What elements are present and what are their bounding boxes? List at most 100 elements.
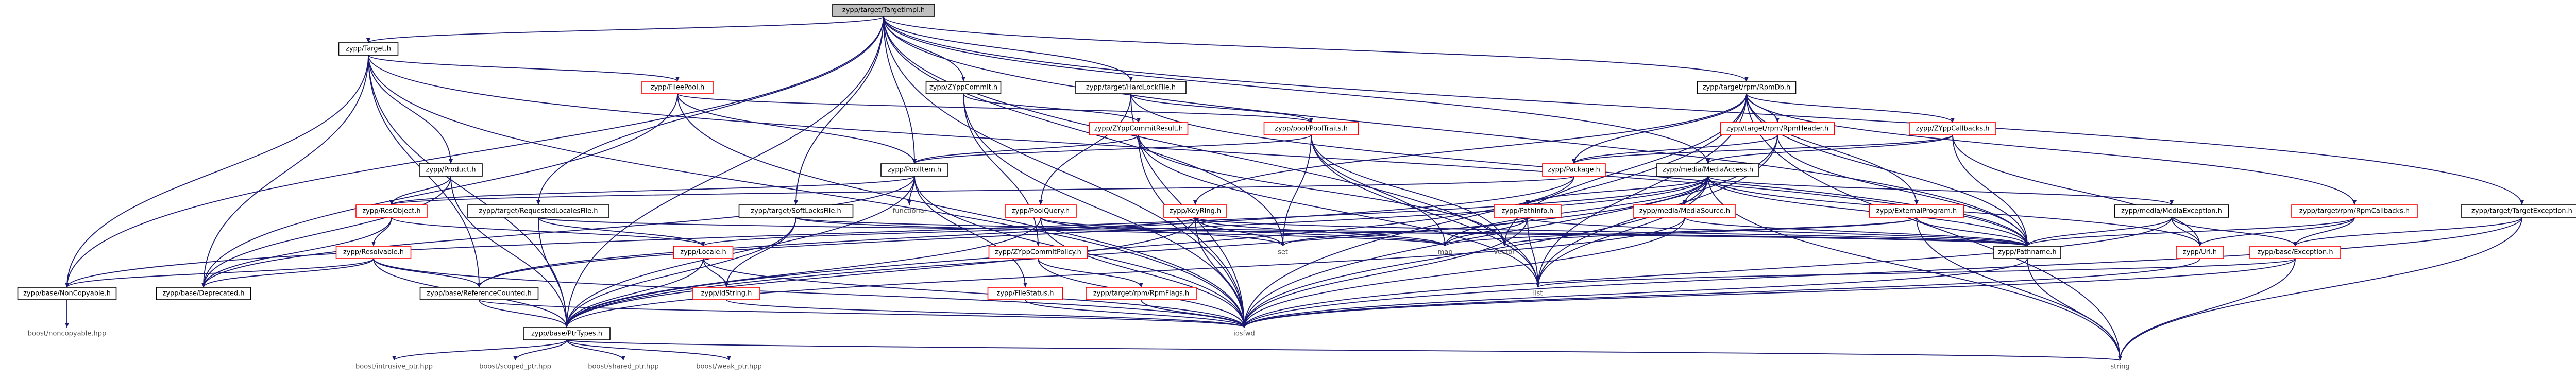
node-label: vector xyxy=(1494,249,1515,256)
node-zypp-pool-pooltraits-h[interactable]: zypp/pool/PoolTraits.h xyxy=(1263,122,1359,135)
edge-baseException-to-string xyxy=(2118,258,2296,361)
node-zypp-target-rpm-rpmcallbacks-h[interactable]: zypp/target/rpm/RpmCallbacks.h xyxy=(2291,204,2418,218)
node-zypp-base-referencecounted-h[interactable]: zypp/base/ReferenceCounted.h xyxy=(419,287,539,300)
node-zypp-resobject-h[interactable]: zypp/ResObject.h xyxy=(355,204,428,218)
node-box xyxy=(338,42,399,56)
edge-zyppCallbacks-to-mediaAccess xyxy=(1706,134,1953,164)
node-zypp-target-hardlockfile-h[interactable]: zypp/target/HardLockFile.h xyxy=(1075,81,1187,94)
node-label: zypp/ZYppCommitResult.h xyxy=(1094,125,1183,133)
node-zypp-pathname-h[interactable]: zypp/Pathname.h xyxy=(1993,246,2061,259)
node-box xyxy=(1089,122,1189,135)
edge-externalProgram-to-pathname xyxy=(1916,217,2029,247)
node-zypp-base-noncopyable-h[interactable]: zypp/base/NonCopyable.h xyxy=(17,287,117,300)
node-zypp-zyppcommitresult-h[interactable]: zypp/ZYppCommitResult.h xyxy=(1089,122,1189,135)
edge-package-to-refCounted xyxy=(477,176,1574,288)
node-zypp-media-mediaexception-h[interactable]: zypp/media/MediaException.h xyxy=(2114,204,2229,218)
node-zypp-base-deprecated-h[interactable]: zypp/base/Deprecated.h xyxy=(156,287,251,300)
node-box xyxy=(1263,122,1359,135)
node-zypp-target-h[interactable]: zypp/Target.h xyxy=(338,42,399,56)
edge-poolQuery-to-map xyxy=(1040,217,1447,247)
node-zypp-filestatus-h[interactable]: zypp/FileStatus.h xyxy=(987,287,1063,300)
node-zypp-pathinfo-h[interactable]: zypp/PathInfo.h xyxy=(1494,204,1562,218)
node-zypp-base-exception-h[interactable]: zypp/base/Exception.h xyxy=(2249,246,2341,259)
node-zypp-resolvable-h[interactable]: zypp/Resolvable.h xyxy=(335,246,412,259)
node-label: zypp/media/MediaSource.h xyxy=(1639,208,1730,215)
node-label: iosfwd xyxy=(1233,330,1255,338)
edge-rpmHeader-to-package xyxy=(1572,134,1778,164)
edge-ptrTypes-to-weakPtr xyxy=(566,339,731,361)
edge-rpmDb-to-zyppCallbacks xyxy=(1746,93,1955,123)
node-label: zypp/media/MediaAccess.h xyxy=(1663,166,1753,174)
node-layer: zypp/target/TargetImpl.h zypp/Target.h zyp… xyxy=(17,4,2576,371)
node-zypp-poolitem-h[interactable]: zypp/PoolItem.h xyxy=(880,163,948,177)
edge-zyppCommit-to-commitResult xyxy=(963,93,1141,123)
node-box xyxy=(2176,246,2224,259)
node-box xyxy=(17,287,117,300)
node-zypp-keyring-h[interactable]: zypp/KeyRing.h xyxy=(1163,204,1227,218)
node-zypp-locale-h[interactable]: zypp/Locale.h xyxy=(673,246,734,259)
node-zypp-target-rpm-rpmdb-h[interactable]: zypp/target/rpm/RpmDb.h xyxy=(1697,81,1797,94)
edge-commitPolicy-to-rpmFlags xyxy=(1038,258,1143,288)
node-zypp-zyppcommitpolicy-h[interactable]: zypp/ZYppCommitPolicy.h xyxy=(988,246,1088,259)
node-zypp-externalprogram-h[interactable]: zypp/ExternalProgram.h xyxy=(1869,204,1964,218)
node-box xyxy=(1005,204,1077,218)
node-zypp-product-h[interactable]: zypp/Product.h xyxy=(419,163,483,177)
edge-idString-to-iosfwd xyxy=(726,299,1246,328)
edge-zyppTarget-to-iosfwd xyxy=(368,55,1246,328)
node-label: boost/intrusive_ptr.hpp xyxy=(355,363,433,371)
edge-commitResult-to-list xyxy=(1138,134,1540,288)
node-box xyxy=(832,4,935,17)
edge-layer xyxy=(65,16,2524,361)
node-label: zypp/Pathname.h xyxy=(1998,249,2056,256)
node-zypp-media-mediaaccess-h[interactable]: zypp/media/MediaAccess.h xyxy=(1656,163,1759,177)
edge-mediaSource-to-iosfwd xyxy=(1242,217,1685,328)
node-zypp-target-rpm-rpmheader-h[interactable]: zypp/target/rpm/RpmHeader.h xyxy=(1720,122,1835,135)
node-zypp-target-softlocksfile-h[interactable]: zypp/target/SoftLocksFile.h xyxy=(738,204,854,218)
edge-zyppCommit-to-iosfwd xyxy=(963,93,1246,328)
node-zypp-fileepool-h[interactable]: zypp/FileePool.h xyxy=(641,81,714,94)
node-zypp-zyppcommit-h[interactable]: zypp/ZYppCommit.h xyxy=(925,81,1002,94)
node-functional: functional xyxy=(893,208,926,215)
node-zypp-url-h[interactable]: zypp/Url.h xyxy=(2176,246,2224,259)
edge-product-to-resObject xyxy=(389,176,451,205)
node-box xyxy=(2461,204,2576,218)
edge-rpmDb-to-string xyxy=(1746,93,2122,361)
edge-zyppCallbacks-to-package xyxy=(1572,134,1953,164)
node-list: list xyxy=(1533,290,1543,298)
node-zypp-zyppcallbacks-h[interactable]: zypp/ZYppCallbacks.h xyxy=(1909,122,1996,135)
edge-baseException-to-iosfwd xyxy=(1242,258,2296,328)
node-box xyxy=(1720,122,1835,135)
edge-fileePool-to-poolItem xyxy=(677,93,917,164)
edge-softLocks-to-ptrTypes xyxy=(565,217,796,328)
node-zypp-target-targetimpl-h[interactable]: zypp/target/TargetImpl.h xyxy=(832,4,935,17)
edge-ptrTypes-to-sharedPtr xyxy=(566,339,625,361)
node-label: zypp/PathInfo.h xyxy=(1502,208,1554,215)
edge-root-to-poolItem xyxy=(883,16,917,164)
node-box xyxy=(1869,204,1964,218)
node-box xyxy=(335,246,412,259)
node-zypp-target-requestedlocalesfile-h[interactable]: zypp/target/RequestedLocalesFile.h xyxy=(467,204,609,218)
edge-mediaAccess-to-pathname xyxy=(1707,176,2029,247)
node-zypp-media-mediasource-h[interactable]: zypp/media/MediaSource.h xyxy=(1633,204,1736,218)
node-label: zypp/PoolQuery.h xyxy=(1012,208,1070,215)
node-zypp-poolquery-h[interactable]: zypp/PoolQuery.h xyxy=(1005,204,1077,218)
node-zypp-target-targetexception-h[interactable]: zypp/target/TargetException.h xyxy=(2461,204,2576,218)
node-box xyxy=(738,204,854,218)
edge-zyppCommit-to-commitPolicy xyxy=(963,93,1040,247)
edge-zyppTarget-to-product xyxy=(368,55,453,164)
node-label: boost/scoped_ptr.hpp xyxy=(479,363,551,371)
edge-softLocks-to-map xyxy=(795,217,1447,247)
node-label: zypp/base/PtrTypes.h xyxy=(531,330,602,338)
edge-root-to-nonCopyable xyxy=(65,16,884,288)
node-label: zypp/Resolvable.h xyxy=(343,249,404,256)
node-zypp-target-rpm-rpmflags-h[interactable]: zypp/target/rpm/RpmFlags.h xyxy=(1086,287,1197,300)
node-box xyxy=(1633,204,1736,218)
node-boost-shared-ptr-hpp: boost/shared_ptr.hpp xyxy=(588,363,659,371)
node-zypp-package-h[interactable]: zypp/Package.h xyxy=(1542,163,1606,177)
edge-resObject-to-resolvable xyxy=(371,217,392,247)
node-zypp-base-ptrtypes-h[interactable]: zypp/base/PtrTypes.h xyxy=(523,327,611,340)
edge-package-to-resObject xyxy=(389,176,1574,205)
node-label: functional xyxy=(893,208,926,215)
node-zypp-idstring-h[interactable]: zypp/IdString.h xyxy=(692,287,760,300)
